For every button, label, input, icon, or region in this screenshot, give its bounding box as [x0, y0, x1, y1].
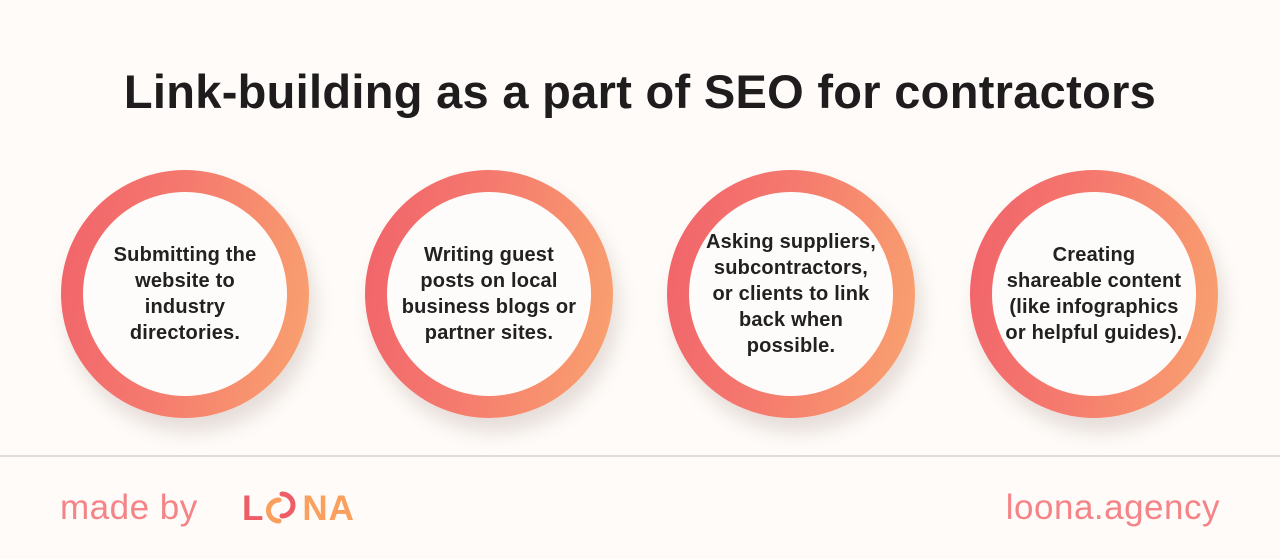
item-text: Writing guest posts on local business bl…: [401, 244, 577, 344]
item-text: Asking suppliers, subcontractors, or cli…: [705, 231, 877, 357]
item-circle-inner: Creating shareable content (like infogra…: [992, 192, 1196, 396]
loona-logo-o-icon: [266, 491, 296, 524]
footer-divider: [0, 455, 1280, 457]
item-text: Creating shareable content (like infogra…: [1005, 244, 1183, 344]
made-by-label: made by: [60, 488, 198, 527]
item-circles: Submitting the website to industry direc…: [61, 170, 1218, 418]
item-circle-3: Asking suppliers, subcontractors, or cli…: [667, 170, 915, 418]
item-text: Submitting the website to industry direc…: [113, 244, 257, 344]
item-circle-4: Creating shareable content (like infogra…: [970, 170, 1218, 418]
site-link[interactable]: loona.agency: [1005, 488, 1220, 527]
item-circle-1: Submitting the website to industry direc…: [61, 170, 309, 418]
item-circle-2: Writing guest posts on local business bl…: [365, 170, 613, 418]
item-circle-inner: Asking suppliers, subcontractors, or cli…: [689, 192, 893, 396]
logo-letter-l: L: [242, 489, 265, 528]
item-circle-inner: Submitting the website to industry direc…: [83, 192, 287, 396]
loona-logo[interactable]: L NA: [242, 489, 355, 529]
item-circle-inner: Writing guest posts on local business bl…: [387, 192, 591, 396]
page-title: Link-building as a part of SEO for contr…: [123, 65, 1157, 118]
logo-letters-na: NA: [302, 489, 355, 528]
